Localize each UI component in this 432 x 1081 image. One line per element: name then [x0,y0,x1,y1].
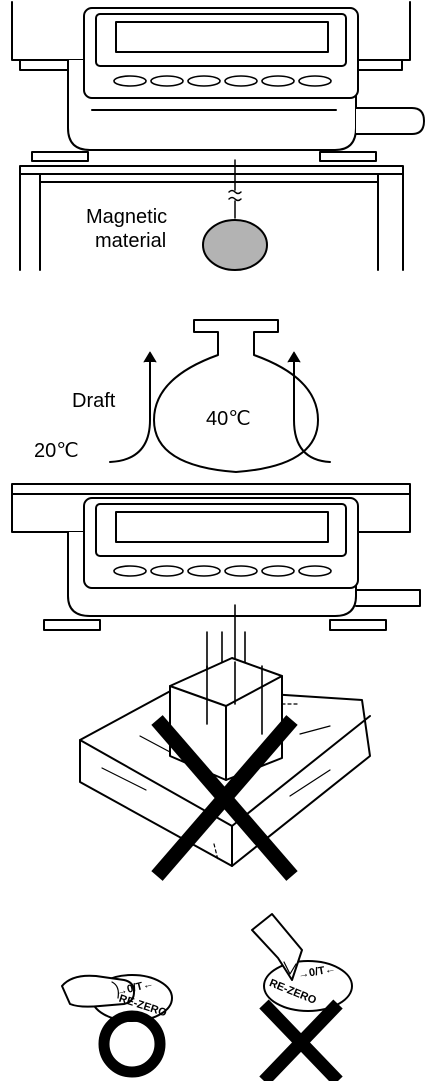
ambient-temp-label: 20℃ [34,440,79,462]
magnetic-material [202,219,268,271]
key-row [113,75,332,87]
side-handle [355,107,425,135]
cross-mark-2 [259,999,343,1081]
foot-right [319,151,377,162]
lcd-window [115,21,329,53]
foot-left [31,151,89,162]
circle-mark [98,1010,166,1078]
pen-icon [251,913,303,981]
table [19,165,404,271]
cube [169,657,301,781]
key-row [113,565,332,577]
balance-2 [11,483,421,631]
key-button-right [263,960,353,1012]
magnetic-label-line2: material [95,230,167,252]
foot-right [329,619,387,631]
side-handle [355,589,421,607]
finger-icon [61,974,135,1008]
flask-temp-label: 40℃ [206,408,251,430]
cross-mark-1 [151,715,298,881]
draft-label: Draft [72,390,116,412]
draft-right [287,351,331,463]
hook-wire [228,159,242,219]
draft-left [109,351,157,463]
flask [153,319,319,473]
balance-1 [11,1,425,162]
magnetic-label-line1: Magnetic [86,206,168,228]
foot-left [43,619,101,631]
lcd-window [115,511,329,543]
